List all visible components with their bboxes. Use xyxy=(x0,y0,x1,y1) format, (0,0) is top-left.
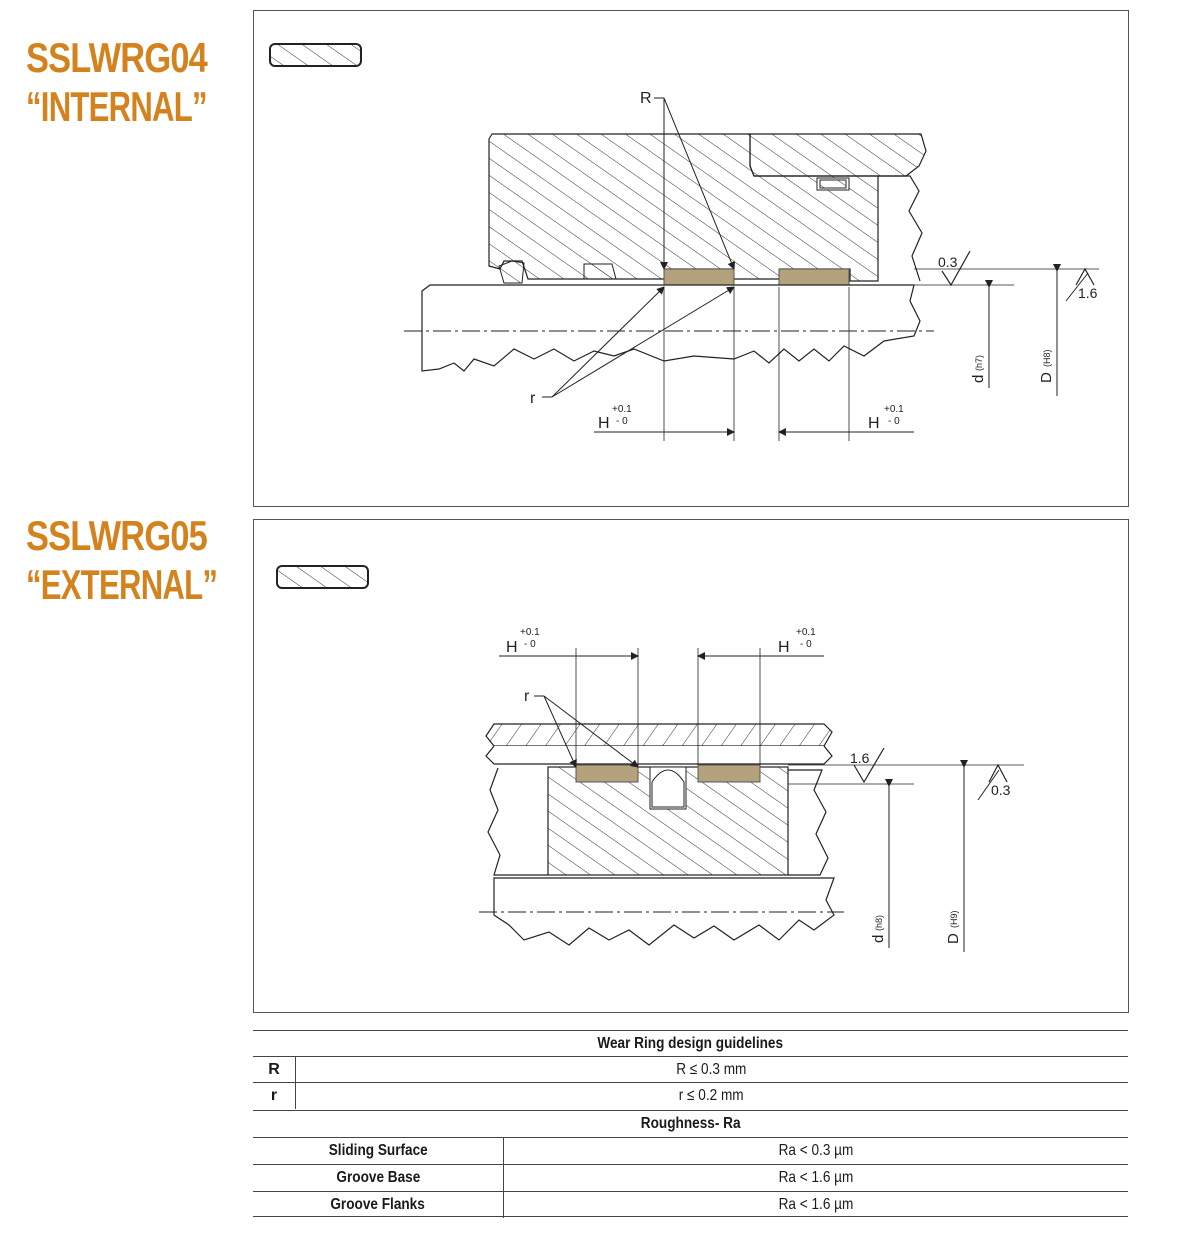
fit-H8: (H8) xyxy=(1042,349,1052,367)
tolerance-lower: - 0 xyxy=(800,639,812,650)
roughness-sliding: 0.3 xyxy=(938,254,958,270)
product-kind: “INTERNAL” xyxy=(26,83,208,130)
table-row: r r ≤ 0.2 mm xyxy=(253,1082,1128,1109)
external-drawing: H +0.1 - 0 H +0.1 - 0 r 1.6 0.3 d (h8) D… xyxy=(276,565,1024,952)
tolerance-upper: +0.1 xyxy=(796,627,816,638)
label-d: d xyxy=(870,935,887,943)
product-code: SSLWRG04 xyxy=(26,34,208,81)
wear-ring xyxy=(778,268,850,286)
label-D: D xyxy=(1038,372,1055,383)
row-key: r xyxy=(270,1087,278,1104)
table-row: Groove Base Ra < 1.6 µm xyxy=(253,1164,1128,1191)
wear-ring xyxy=(663,268,735,286)
piston-rod xyxy=(421,284,921,372)
roughness-groove: 1.6 xyxy=(1078,285,1098,301)
tolerance-lower: - 0 xyxy=(524,639,536,650)
housing-cover xyxy=(749,133,927,177)
wear-ring xyxy=(697,764,761,783)
roughness-title: Roughness- Ra xyxy=(640,1115,741,1132)
roughness-title-row: Roughness- Ra xyxy=(253,1110,1128,1136)
surface-name: Sliding Surface xyxy=(328,1142,428,1159)
hatch-legend-icon xyxy=(276,565,369,589)
tolerance-lower: - 0 xyxy=(888,416,900,427)
internal-drawing: R r H +0.1 - 0 H +0.1 - 0 0.3 1.6 xyxy=(269,43,1099,441)
surface-name: Groove Flanks xyxy=(330,1196,426,1213)
surface-name: Groove Base xyxy=(336,1169,420,1186)
seal-icon xyxy=(651,769,685,808)
label-H: H xyxy=(778,639,790,656)
surface-value: Ra < 1.6 µm xyxy=(778,1169,853,1186)
hatch-legend-icon xyxy=(269,43,362,67)
roughness-groove: 1.6 xyxy=(850,750,870,766)
row-key: R xyxy=(268,1061,280,1078)
roughness-sliding: 0.3 xyxy=(991,782,1011,798)
external-drawing-panel: H +0.1 - 0 H +0.1 - 0 r 1.6 0.3 d (h8) D… xyxy=(253,519,1129,1013)
label-r: r xyxy=(530,390,536,407)
product-code: SSLWRG05 xyxy=(26,512,208,559)
label-H: H xyxy=(868,415,880,432)
table-title: Wear Ring design guidelines xyxy=(597,1035,784,1052)
row-value: R ≤ 0.3 mm xyxy=(676,1061,747,1078)
tolerance-upper: +0.1 xyxy=(884,404,904,415)
section-title-external: SSLWRG05 “EXTERNAL” xyxy=(26,512,284,610)
tolerance-upper: +0.1 xyxy=(520,627,540,638)
surface-value: Ra < 1.6 µm xyxy=(778,1196,853,1213)
label-r: r xyxy=(524,688,530,705)
table-row: Sliding Surface Ra < 0.3 µm xyxy=(253,1137,1128,1164)
surface-value: Ra < 0.3 µm xyxy=(778,1142,853,1159)
fit-h7: (h7) xyxy=(974,355,984,371)
seal-icon xyxy=(819,179,847,189)
tolerance-lower: - 0 xyxy=(616,416,628,427)
row-value: r ≤ 0.2 mm xyxy=(679,1087,744,1104)
tolerance-upper: +0.1 xyxy=(612,404,632,415)
section-title-internal: SSLWRG04 “INTERNAL” xyxy=(26,34,270,132)
table-row: R R ≤ 0.3 mm xyxy=(253,1056,1128,1083)
label-D: D xyxy=(945,933,962,944)
table-row: Groove Flanks Ra < 1.6 µm xyxy=(253,1191,1128,1218)
label-d: d xyxy=(970,375,987,383)
housing-bore xyxy=(485,723,833,747)
product-kind: “EXTERNAL” xyxy=(26,561,218,608)
table-title-row: Wear Ring design guidelines xyxy=(253,1030,1128,1056)
label-H: H xyxy=(506,639,518,656)
fit-h8: (h8) xyxy=(874,915,884,931)
label-H: H xyxy=(598,415,610,432)
wear-ring xyxy=(575,764,639,783)
label-R: R xyxy=(640,90,652,107)
internal-drawing-panel: R r H +0.1 - 0 H +0.1 - 0 0.3 1.6 xyxy=(253,10,1129,507)
fit-H9: (H9) xyxy=(949,910,959,928)
